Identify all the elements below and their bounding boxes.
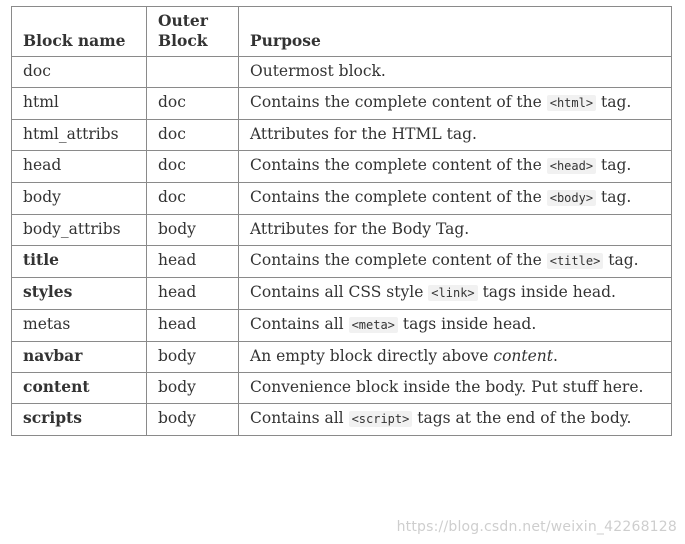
outer-block-cell: doc <box>146 150 239 183</box>
code-tag: <html> <box>546 95 597 111</box>
purpose-text: tag. <box>596 188 632 206</box>
purpose-text: tags inside head. <box>397 315 537 333</box>
block-name-cell: html <box>11 87 147 120</box>
code-tag: <meta> <box>348 317 398 333</box>
purpose-text: Contains the complete content of the <box>250 156 547 174</box>
purpose-text: tags inside head. <box>477 283 616 301</box>
header-purpose: Purpose <box>238 6 672 57</box>
purpose-text: Contains all <box>250 315 349 333</box>
purpose-text: . <box>553 347 558 365</box>
blocks-table: Block name Outer Block Purpose doc Outerm… <box>11 6 672 436</box>
table-header-row: Block name Outer Block Purpose <box>11 6 672 57</box>
outer-block-cell: doc <box>146 87 239 120</box>
block-name-cell: scripts <box>11 403 147 436</box>
block-name-cell: navbar <box>11 341 147 373</box>
purpose-cell: Attributes for the HTML tag. <box>238 119 672 151</box>
purpose-text: Outermost block. <box>250 62 386 80</box>
purpose-text: Contains all <box>250 409 349 427</box>
header-block-name: Block name <box>11 6 147 57</box>
purpose-cell: Contains the complete content of the <ht… <box>238 87 672 120</box>
purpose-cell: Contains all <script> tags at the end of… <box>238 403 672 436</box>
purpose-cell: Contains all CSS style <link> tags insid… <box>238 277 672 310</box>
outer-block-cell <box>146 56 239 88</box>
code-tag: <title> <box>546 253 604 269</box>
block-name-cell: styles <box>11 277 147 310</box>
block-name-cell: head <box>11 150 147 183</box>
outer-block-cell: body <box>146 403 239 436</box>
outer-block-cell: head <box>146 245 239 278</box>
block-name-cell: body <box>11 182 147 215</box>
code-tag: <body> <box>546 190 597 206</box>
block-name-cell: metas <box>11 309 147 342</box>
purpose-cell: Contains the complete content of the <bo… <box>238 182 672 215</box>
outer-block-cell: head <box>146 309 239 342</box>
purpose-cell: An empty block directly above content. <box>238 341 672 373</box>
purpose-cell: Contains all <meta> tags inside head. <box>238 309 672 342</box>
watermark: https://blog.csdn.net/weixin_42268128 <box>396 519 677 535</box>
block-name-cell: content <box>11 372 147 404</box>
outer-block-cell: body <box>146 341 239 373</box>
block-name-cell: body_attribs <box>11 214 147 246</box>
code-tag: <head> <box>546 158 597 174</box>
outer-block-cell: doc <box>146 182 239 215</box>
outer-block-cell: doc <box>146 119 239 151</box>
purpose-cell: Contains the complete content of the <he… <box>238 150 672 183</box>
block-name-cell: doc <box>11 56 147 88</box>
purpose-text: tag. <box>596 93 632 111</box>
purpose-cell: Outermost block. <box>238 56 672 88</box>
header-outer-block: Outer Block <box>146 6 239 57</box>
purpose-text: Attributes for the HTML tag. <box>250 125 477 143</box>
purpose-text: An empty block directly above <box>250 347 494 365</box>
purpose-text: Contains the complete content of the <box>250 251 547 269</box>
purpose-text: Contains all CSS style <box>250 283 429 301</box>
code-tag: <link> <box>428 285 478 301</box>
outer-block-cell: head <box>146 277 239 310</box>
outer-block-cell: body <box>146 214 239 246</box>
code-tag: <script> <box>348 411 413 427</box>
purpose-text: Contains the complete content of the <box>250 93 547 111</box>
outer-block-cell: body <box>146 372 239 404</box>
purpose-text: tag. <box>596 156 632 174</box>
purpose-text: Convenience block inside the body. Put s… <box>250 378 644 396</box>
purpose-text: tag. <box>603 251 639 269</box>
purpose-cell: Contains the complete content of the <ti… <box>238 245 672 278</box>
block-name-cell: title <box>11 245 147 278</box>
purpose-cell: Convenience block inside the body. Put s… <box>238 372 672 404</box>
purpose-text: Attributes for the Body Tag. <box>250 220 470 238</box>
purpose-text: Contains the complete content of the <box>250 188 547 206</box>
table-row: doc Outermost block. <box>11 56 672 88</box>
emphasis-text: content <box>493 347 553 365</box>
purpose-text: tags at the end of the body. <box>412 409 632 427</box>
purpose-cell: Attributes for the Body Tag. <box>238 214 672 246</box>
block-name-cell: html_attribs <box>11 119 147 151</box>
